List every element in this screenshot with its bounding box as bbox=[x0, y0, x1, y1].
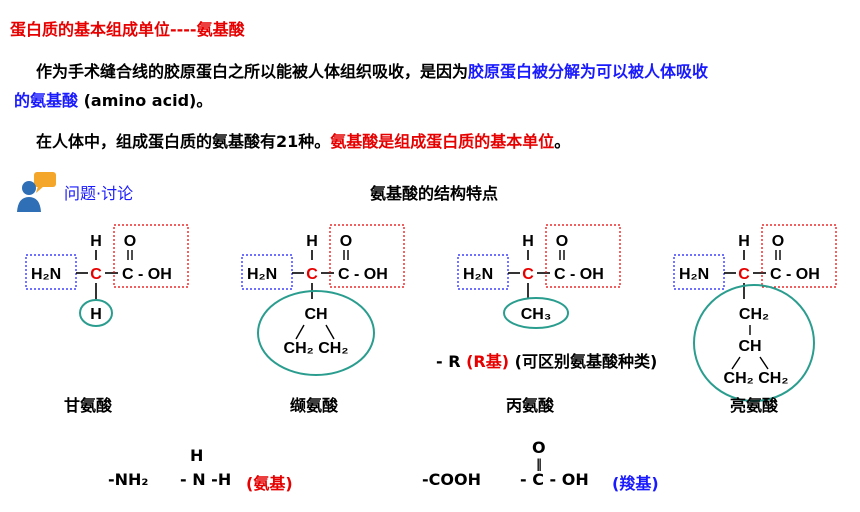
alpha-hydrogen-glycine: H bbox=[90, 233, 102, 250]
paragraph-1-text: 作为手术缝合线的胶原蛋白之所以能被人体组织吸收，是因为 bbox=[36, 62, 469, 81]
paragraph-1-line-1: 作为手术缝合线的胶原蛋白之所以能被人体组织吸收，是因为胶原蛋白被分解为可以被人体… bbox=[36, 58, 708, 86]
amine-box-valine bbox=[241, 254, 293, 290]
r-group-circle-leucine bbox=[693, 284, 815, 402]
central-carbon-valine: C bbox=[306, 266, 318, 283]
r-group-suffix: (可区别氨基酸种类) bbox=[509, 352, 658, 371]
amino-acid-name-leucine: 亮氨酸 bbox=[730, 396, 779, 415]
page-title: 蛋白质的基本组成单位----氨基酸 bbox=[10, 20, 245, 39]
leucine-branch-right bbox=[759, 356, 769, 370]
carboxyl-box-valine bbox=[329, 224, 405, 288]
alpha-hydrogen-alanine: H bbox=[522, 233, 534, 250]
alpha-hydrogen-valine: H bbox=[306, 233, 318, 250]
amine-group-glycine: H₂N bbox=[31, 266, 61, 283]
leucine-branch-left bbox=[731, 356, 741, 370]
carboxyl-oxygen-leucine: O bbox=[772, 233, 784, 250]
carboxyl-oxygen-valine: O bbox=[340, 233, 352, 250]
alpha-hydrogen-leucine: H bbox=[738, 233, 750, 250]
r-group-prefix: - R bbox=[436, 352, 467, 371]
central-carbon-leucine: C bbox=[738, 266, 750, 283]
r-group-circle-valine bbox=[257, 290, 375, 376]
r-group-label: (R基) bbox=[466, 352, 510, 371]
r-group-glycine: H bbox=[90, 306, 102, 323]
r-group-valine-1: CH bbox=[304, 306, 327, 323]
r-group-circle-glycine bbox=[79, 299, 113, 327]
carboxyl-tail-leucine: C - OH bbox=[770, 266, 820, 283]
amino-acid-name-valine: 缬氨酸 bbox=[290, 396, 339, 415]
paragraph-1-suffix: (amino acid)。 bbox=[78, 91, 213, 110]
discussion-label: 问题·讨论 bbox=[64, 184, 134, 203]
carboxyl-formula-1: -COOH bbox=[422, 470, 481, 489]
discussion-person-icon bbox=[17, 172, 56, 212]
valine-branch-right bbox=[325, 324, 335, 340]
amine-box-leucine bbox=[673, 254, 725, 290]
amino-formula-2-h: H bbox=[190, 446, 204, 465]
carboxyl-formula-2-o: O bbox=[532, 438, 546, 457]
r-group-circle-alanine bbox=[503, 297, 569, 329]
valine-branch-left bbox=[295, 324, 305, 340]
paragraph-1-highlight-2: 的氨基酸 bbox=[14, 91, 79, 110]
r-group-leucine-1: CH₂ bbox=[739, 306, 769, 323]
amine-box-alanine bbox=[457, 254, 509, 290]
central-carbon-alanine: C bbox=[522, 266, 534, 283]
central-carbon-glycine: C bbox=[90, 266, 102, 283]
amino-acid-name-glycine: 甘氨酸 bbox=[64, 396, 113, 415]
r-group-leucine-3: CH₂ CH₂ bbox=[724, 370, 789, 387]
amino-formula-1: -NH₂ bbox=[108, 470, 149, 489]
carboxyl-tail-alanine: C - OH bbox=[554, 266, 604, 283]
carboxyl-box-leucine bbox=[761, 224, 837, 288]
r-group-alanine: CH₃ bbox=[521, 306, 552, 323]
paragraph-1-line-2: 的氨基酸 (amino acid)。 bbox=[14, 87, 212, 115]
amino-formula-2: - N -H bbox=[180, 470, 232, 489]
carboxyl-oxygen-alanine: O bbox=[556, 233, 568, 250]
paragraph-2-text: 在人体中，组成蛋白质的氨基酸有21种。 bbox=[36, 132, 331, 151]
amine-box-glycine bbox=[25, 254, 77, 290]
amino-acid-name-alanine: 丙氨酸 bbox=[506, 396, 555, 415]
amino-label: (氨基) bbox=[246, 474, 293, 493]
paragraph-2: 在人体中，组成蛋白质的氨基酸有21种。氨基酸是组成蛋白质的基本单位。 bbox=[36, 128, 570, 156]
r-group-leucine-2: CH bbox=[738, 338, 761, 355]
amine-group-valine: H₂N bbox=[247, 266, 277, 283]
amine-group-alanine: H₂N bbox=[463, 266, 493, 283]
r-group-valine-2: CH₂ CH₂ bbox=[284, 340, 349, 357]
carboxyl-box-glycine bbox=[113, 224, 189, 288]
carboxyl-tail-glycine: C - OH bbox=[122, 266, 172, 283]
structure-heading: 氨基酸的结构特点 bbox=[370, 184, 499, 203]
carboxyl-label: (羧基) bbox=[612, 474, 659, 493]
carboxyl-double-bond: ‖ bbox=[536, 457, 542, 471]
carboxyl-box-alanine bbox=[545, 224, 621, 288]
paragraph-2-highlight: 氨基酸是组成蛋白质的基本单位 bbox=[330, 132, 555, 151]
carboxyl-formula-2: - C - OH bbox=[520, 470, 589, 489]
carboxyl-oxygen-glycine: O bbox=[124, 233, 136, 250]
paragraph-2-end: 。 bbox=[554, 132, 571, 151]
amine-group-leucine: H₂N bbox=[679, 266, 709, 283]
paragraph-1-highlight: 胶原蛋白被分解为可以被人体吸收 bbox=[468, 62, 709, 81]
r-group-note: - R (R基) (可区别氨基酸种类) bbox=[436, 348, 657, 372]
carboxyl-tail-valine: C - OH bbox=[338, 266, 388, 283]
